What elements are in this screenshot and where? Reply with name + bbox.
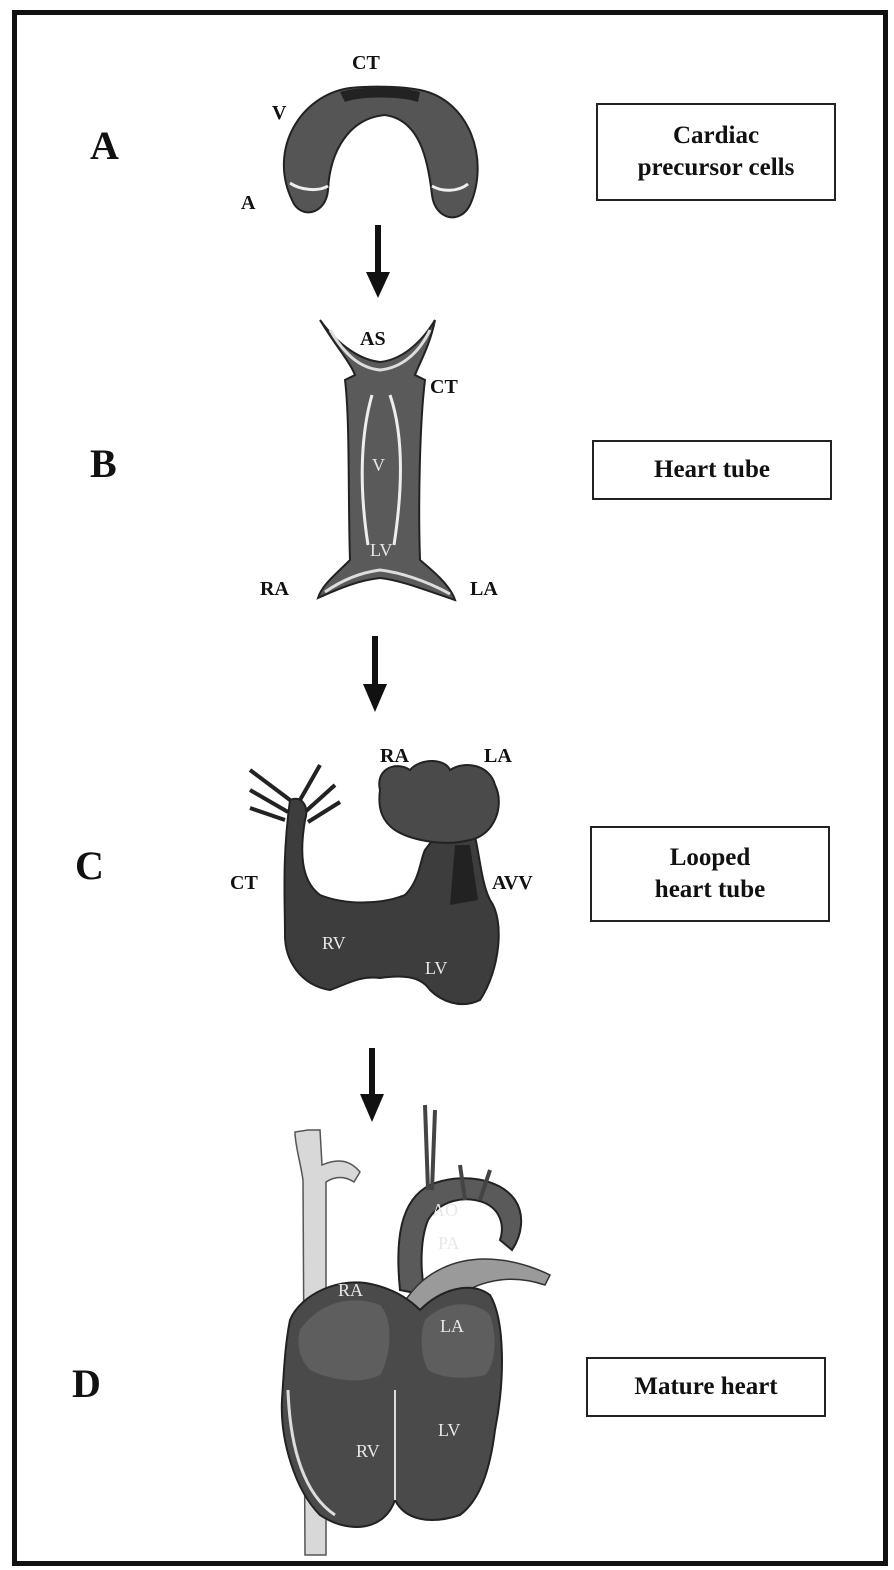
label-d-rv: RV [356,1441,380,1462]
label-b-as: AS [360,328,386,351]
label-b-v: V [372,455,385,476]
box-line: Heart tube [654,454,770,487]
label-d-lv: LV [438,1420,460,1441]
arrow-a-to-b [366,225,390,298]
label-d-ra: RA [338,1280,363,1301]
stage-letter-d: D [72,1360,101,1407]
label-a-a: A [241,192,255,215]
stage-letter-b: B [90,440,117,487]
stage-box-heart-tube: Heart tube [592,440,832,500]
stage-box-mature-heart: Mature heart [586,1357,826,1417]
label-a-ct: CT [352,52,380,75]
label-c-ra: RA [380,745,409,768]
label-c-rv: RV [322,933,346,954]
label-d-ao: AO [432,1200,458,1221]
box-line: Cardiac [638,120,795,153]
cardiac-crescent-illustration [284,87,478,218]
label-b-lv: LV [370,540,392,561]
mature-heart-illustration [282,1105,550,1555]
box-line: precursor cells [638,152,795,185]
label-d-la: LA [440,1316,464,1337]
label-b-ra: RA [260,578,289,601]
label-d-pa: PA [438,1233,459,1254]
label-c-ct: CT [230,872,258,895]
box-line: heart tube [655,874,765,907]
label-c-la: LA [484,745,512,768]
looped-heart-tube-illustration [250,761,499,1004]
stage-box-cardiac-precursor-cells: Cardiac precursor cells [596,103,836,201]
label-b-la: LA [470,578,498,601]
arrow-b-to-c [363,636,387,712]
label-c-avv: AVV [492,872,533,895]
stage-letter-c: C [75,842,104,889]
stage-letter-a: A [90,122,119,169]
box-line: Looped [655,842,765,875]
label-c-lv: LV [425,958,447,979]
label-a-v: V [272,102,286,125]
stage-box-looped-heart-tube: Looped heart tube [590,826,830,922]
box-line: Mature heart [634,1371,777,1404]
arrow-c-to-d [360,1048,384,1122]
label-b-ct: CT [430,376,458,399]
